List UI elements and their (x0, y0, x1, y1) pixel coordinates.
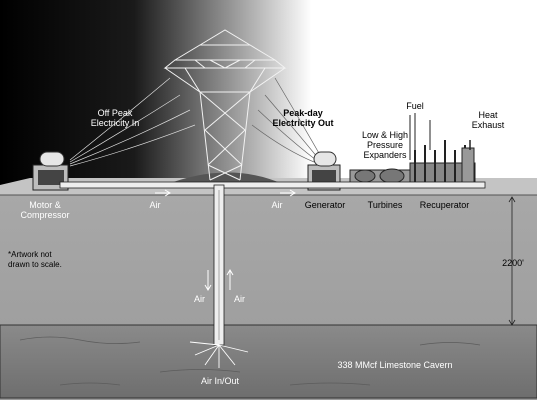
transmission-tower (163, 29, 287, 181)
air-down-label: Air (194, 294, 205, 304)
cavern-label: 338 MMcf Limestone Cavern (337, 360, 453, 370)
depth-label: 2200' (502, 258, 524, 268)
air-label-left: Air (149, 200, 161, 210)
off-peak-label: Off Peak Electricity In (90, 108, 140, 128)
power-lines-right (251, 77, 321, 163)
horizontal-air-pipe (59, 181, 486, 189)
cavern-texture (19, 336, 481, 386)
generator-label: Generator (304, 200, 346, 210)
limestone-cavern (0, 324, 537, 399)
motor-compressor-label: Motor & Compressor (20, 200, 70, 220)
motor-compressor-unit (32, 151, 69, 191)
air-label-right: Air (271, 200, 283, 210)
artwork-note: *Artwork not drawn to scale. (8, 250, 62, 269)
expanders-label: Low & High Pressure Expanders (361, 130, 409, 160)
well-shaft (213, 184, 225, 346)
pipe-arrow-left (155, 189, 171, 197)
heat-exhaust-label: Heat Exhaust (471, 110, 505, 130)
power-lines (69, 77, 196, 167)
pipe-arrow-right (280, 189, 296, 197)
arrow-up (226, 269, 234, 290)
air-up-label: Air (234, 294, 245, 304)
air-dispersal-arrows (189, 341, 249, 368)
fuel-label: Fuel (406, 101, 424, 111)
turbines-label: Turbines (367, 200, 403, 210)
air-inout-label: Air In/Out (200, 376, 239, 386)
recuperator-label: Recuperator (419, 200, 470, 210)
peak-day-label: Peak-day Electricity Out (272, 108, 334, 128)
arrow-down (204, 270, 212, 291)
depth-dimension (508, 196, 516, 326)
